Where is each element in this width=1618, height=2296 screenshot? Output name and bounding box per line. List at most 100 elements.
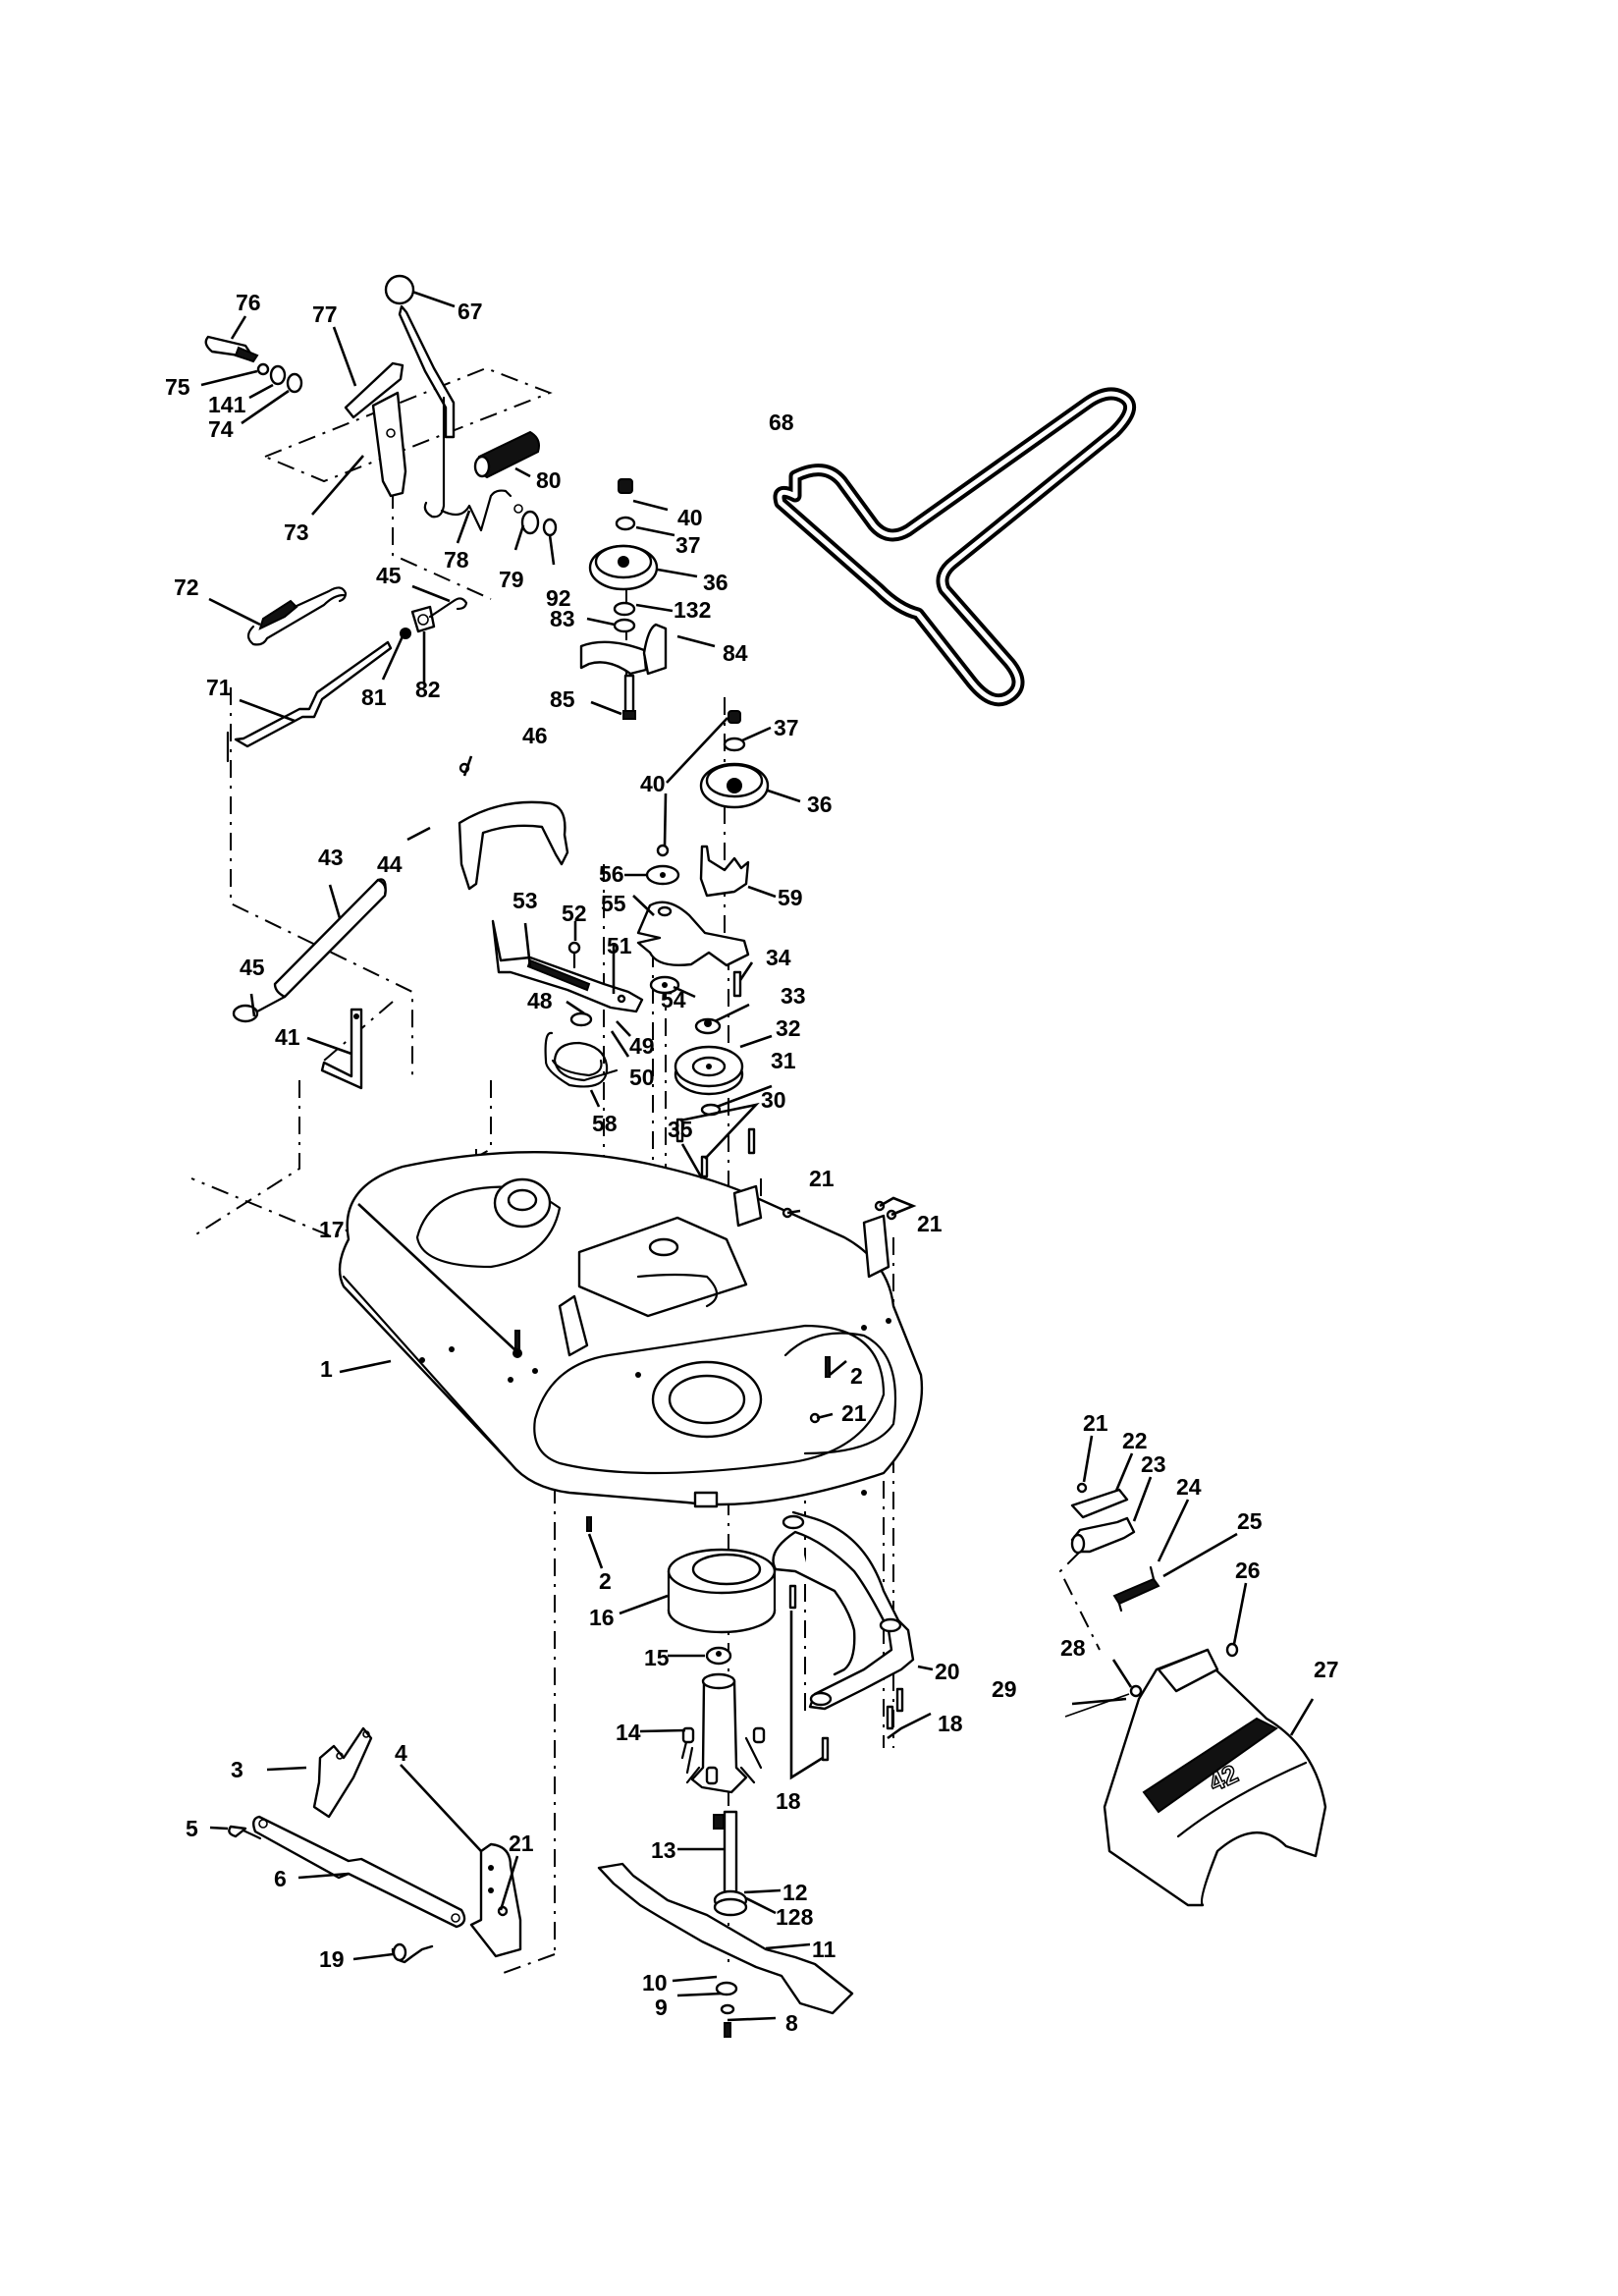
- callout-41: 41: [275, 1024, 300, 1050]
- callout-48: 48: [527, 988, 553, 1013]
- bolt-34: [732, 970, 742, 998]
- callout-9: 9: [655, 1995, 668, 2020]
- belt-cover-group: [458, 762, 569, 891]
- idler-stack-upper: [579, 478, 668, 720]
- callout-24: 24: [1176, 1474, 1202, 1500]
- callout-19: 19: [319, 1946, 345, 1972]
- callout-83: 83: [550, 606, 575, 631]
- callout-6: 6: [274, 1866, 287, 1891]
- callout-10: 10: [642, 1970, 668, 1995]
- callout-29: 29: [992, 1676, 1017, 1702]
- washer-48: [569, 1011, 593, 1027]
- callout-21-a: 21: [809, 1166, 835, 1191]
- callout-37-upper: 37: [675, 532, 701, 558]
- bracket-22: [1070, 1488, 1129, 1519]
- seal-128: [713, 1897, 748, 1917]
- callout-12: 12: [782, 1880, 808, 1905]
- lift-handle-arm: [423, 396, 446, 519]
- clip-5: [228, 1825, 247, 1838]
- callout-92: 92: [546, 585, 571, 611]
- callout-26: 26: [1235, 1558, 1261, 1583]
- callout-35: 35: [668, 1117, 693, 1142]
- idler-arm: [491, 919, 644, 1013]
- callout-73: 73: [284, 519, 309, 545]
- callout-14: 14: [616, 1720, 641, 1745]
- callout-4: 4: [395, 1740, 407, 1766]
- bolt-18b: [821, 1736, 830, 1762]
- callout-55: 55: [601, 891, 626, 916]
- callout-33: 33: [781, 983, 806, 1009]
- leader-lines: [200, 290, 1315, 2022]
- callout-2-deck: 2: [850, 1363, 863, 1389]
- callout-5: 5: [186, 1816, 198, 1841]
- spindle-14: [690, 1679, 748, 1794]
- callout-20: 20: [935, 1659, 960, 1684]
- lift-handle-group: [204, 274, 558, 537]
- callout-15: 15: [644, 1645, 670, 1670]
- callout-36-upper: 36: [703, 570, 728, 595]
- cutting-blade: [597, 1862, 854, 2015]
- bolt-30a: [675, 1118, 684, 1143]
- callout-82: 82: [415, 677, 441, 702]
- callout-3: 3: [231, 1757, 243, 1782]
- deck-hanger-right: [862, 1214, 890, 1279]
- lift-linkage-upper: [226, 586, 468, 763]
- nut-40b: [656, 844, 670, 857]
- lift-link-41: [320, 1008, 363, 1090]
- handle-knob: [384, 274, 415, 305]
- callout-141: 141: [208, 392, 246, 417]
- lockwasher-9: [720, 2003, 735, 2015]
- callout-49: 49: [629, 1033, 655, 1059]
- clip-75: [256, 362, 270, 376]
- callout-81: 81: [361, 684, 387, 710]
- bolt-52: [567, 941, 581, 955]
- callout-80: 80: [536, 467, 562, 493]
- callout-37-lower: 37: [774, 715, 799, 740]
- lift-handle-rod: [398, 304, 456, 439]
- callout-28: 28: [1060, 1635, 1086, 1661]
- callout-46: 46: [522, 723, 548, 748]
- callout-50: 50: [629, 1065, 655, 1090]
- callout-23: 23: [1141, 1451, 1166, 1477]
- callout-52: 52: [562, 901, 587, 926]
- bolt-2-lower: [586, 1516, 592, 1532]
- callout-21-e: 21: [1083, 1410, 1108, 1436]
- callout-68: 68: [769, 410, 794, 435]
- bolt-18d: [895, 1687, 904, 1713]
- idler-bracket-84: [579, 640, 648, 676]
- callout-77: 77: [312, 301, 338, 327]
- spindle-shaft-13: [723, 1810, 738, 1902]
- callout-58: 58: [592, 1111, 618, 1136]
- deck-housing: [338, 1151, 924, 1506]
- washer-74: [286, 372, 303, 394]
- chute-spring-25: [1112, 1577, 1160, 1606]
- callout-40-lower: 40: [640, 771, 666, 796]
- belt-guide-59: [699, 845, 750, 898]
- washer-28: [1129, 1684, 1143, 1698]
- callout-51: 51: [607, 933, 632, 958]
- callout-45-upper: 45: [376, 563, 402, 588]
- callout-59: 59: [778, 885, 803, 910]
- lift-arm-43: [273, 878, 387, 999]
- callout-78: 78: [444, 547, 469, 573]
- idler-bracket-55: [636, 901, 750, 967]
- callout-79: 79: [499, 567, 524, 592]
- bearing-132: [613, 601, 636, 617]
- spacer-83: [613, 618, 636, 633]
- part-callouts: 76 77 67 75 141 74 73 80 78 79 92 72 45 …: [165, 290, 1339, 2036]
- washer-37: [615, 516, 636, 531]
- callout-76: 76: [236, 290, 261, 315]
- bolt-30c: [700, 1155, 709, 1178]
- blade-bolt-8: [724, 2022, 731, 2038]
- callout-53: 53: [512, 888, 538, 913]
- callout-11: 11: [812, 1937, 836, 1962]
- spring-hook-24: [1117, 1565, 1156, 1613]
- callout-21-b: 21: [917, 1211, 943, 1236]
- callout-128: 128: [776, 1904, 814, 1930]
- clip-45: [232, 1004, 259, 1023]
- callout-21-d: 21: [509, 1831, 534, 1856]
- callout-36-lower: 36: [807, 792, 833, 817]
- lift-rod: [234, 640, 393, 748]
- idler-stack-lower: [636, 710, 770, 998]
